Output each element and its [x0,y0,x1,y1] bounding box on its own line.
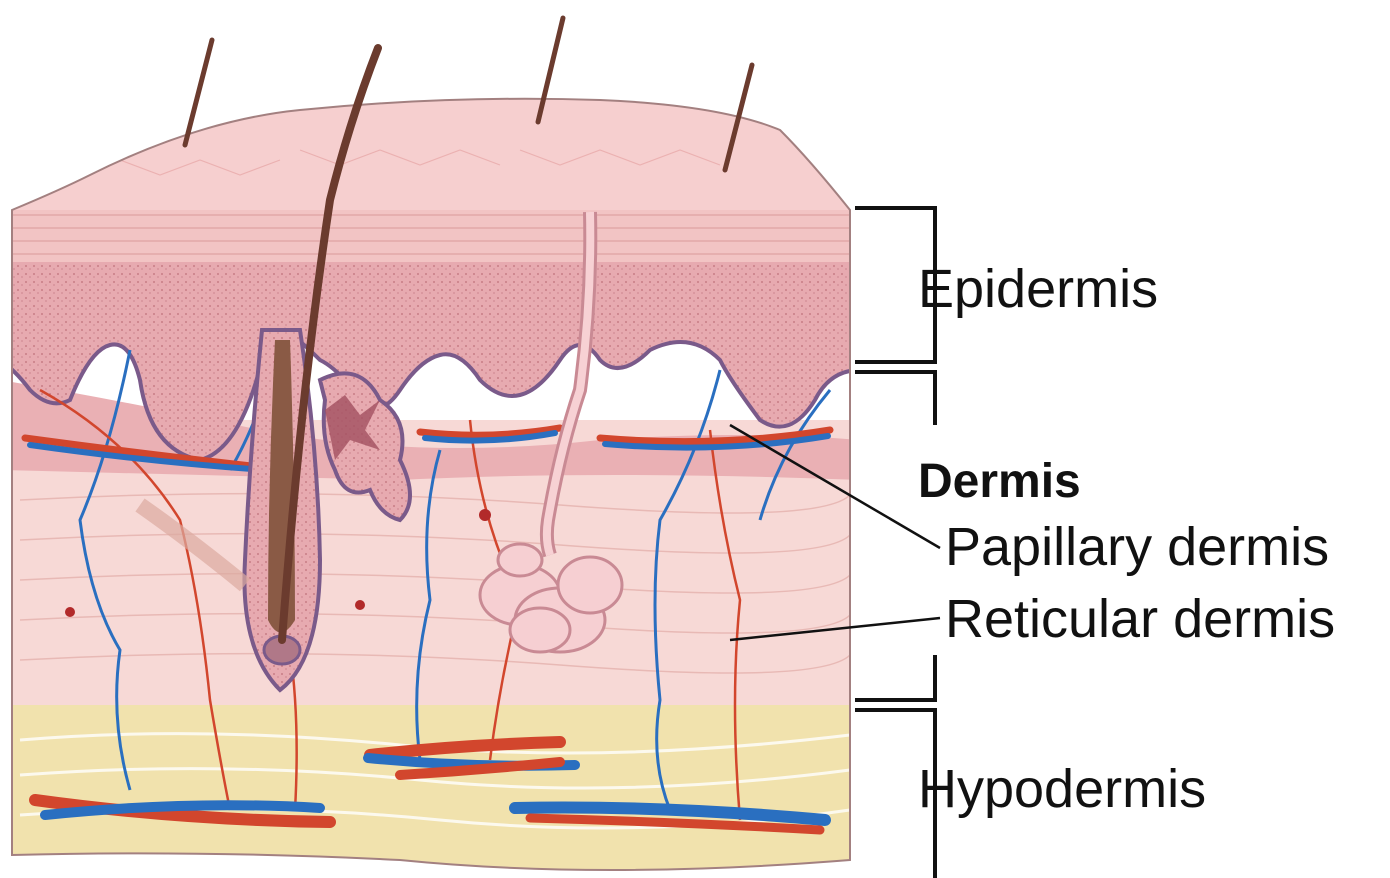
dermis-bracket-bottom [855,655,935,700]
hypodermis-label: Hypodermis [918,762,1206,816]
epidermis-label: Epidermis [918,262,1158,316]
dermis-label: Dermis [918,458,1081,506]
papillary-dermis-label: Papillary dermis [945,520,1329,574]
reticular-dermis-label: Reticular dermis [945,592,1335,646]
dermis-bracket-top [855,372,935,425]
skin-block [0,99,860,878]
